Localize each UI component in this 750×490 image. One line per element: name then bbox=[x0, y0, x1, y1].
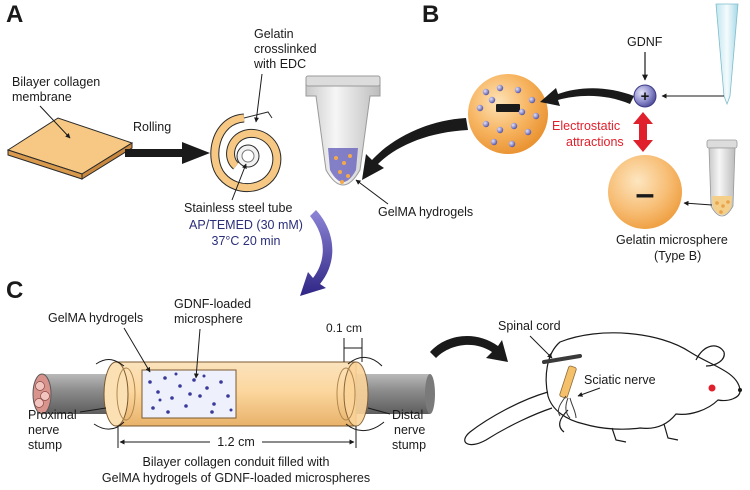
rat-nose bbox=[738, 388, 742, 392]
gdnf-protein-positive bbox=[633, 84, 657, 108]
condition-line1: AP/TEMED (30 mM) bbox=[189, 218, 303, 232]
sciatic-pointer bbox=[577, 387, 601, 397]
arrow-to-loaded-microsphere bbox=[540, 88, 634, 106]
microsphere-label-line1: Gelatin microsphere bbox=[616, 233, 728, 247]
hydrogel-label-c: GelMA hydrogels bbox=[48, 311, 143, 325]
negative-charge-sign: – bbox=[636, 175, 655, 213]
rolled-membrane-roll bbox=[210, 111, 282, 193]
microsphere-vial-pointer bbox=[683, 200, 713, 206]
hydrogel-window bbox=[141, 369, 237, 419]
spinal-cord-pointer bbox=[529, 335, 553, 359]
implant-arrow bbox=[430, 335, 508, 362]
gdnf-label: GDNF bbox=[627, 35, 663, 49]
conduit-label-line2: GelMA hydrogels of GDNF-loaded microsphe… bbox=[102, 471, 370, 485]
rat-illustration bbox=[464, 332, 741, 446]
hydrogel-label-a: GelMA hydrogels bbox=[378, 205, 473, 219]
condition-line2: 37°C 20 min bbox=[212, 234, 281, 248]
panel-letter-c: C bbox=[6, 277, 23, 304]
sciatic-nerve-label: Sciatic nerve bbox=[584, 373, 656, 387]
rat-eye bbox=[708, 384, 716, 392]
proximal-label-line3: stump bbox=[28, 438, 62, 452]
gelma-hydrogel-vial bbox=[305, 75, 381, 186]
panel-letter-b: B bbox=[422, 1, 439, 28]
collagen-membrane-sheet bbox=[6, 117, 134, 180]
tube-label: Stainless steel tube bbox=[184, 201, 292, 215]
proximal-pointer bbox=[79, 407, 107, 413]
membrane-pointer bbox=[39, 105, 71, 139]
conduit-label-line1: Bilayer collagen conduit filled with bbox=[143, 455, 330, 469]
distal-label-line3: stump bbox=[392, 438, 426, 452]
attraction-label-line1: Electrostatic bbox=[552, 119, 620, 133]
gap-label: 0.1 cm bbox=[326, 321, 362, 335]
gelatin-microsphere-negative bbox=[608, 155, 682, 229]
length-label: 1.2 cm bbox=[217, 435, 255, 449]
microsphere-pointer-c bbox=[193, 328, 201, 379]
distal-label-line2: nerve bbox=[394, 423, 425, 437]
proximal-label-line2: nerve bbox=[28, 423, 59, 437]
gelatin-label-line2: crosslinked bbox=[254, 42, 317, 56]
positive-charge-sign: + bbox=[641, 88, 650, 105]
hydrogel-pointer-c bbox=[123, 327, 151, 373]
distal-label-line1: Distal bbox=[392, 408, 423, 422]
microsphere-label-line2: (Type B) bbox=[654, 249, 701, 263]
gap-dimension bbox=[343, 338, 363, 362]
microsphere-label-c-line2: microsphere bbox=[174, 312, 243, 326]
tube-pointer bbox=[231, 163, 247, 201]
spinal-cord-label: Spinal cord bbox=[498, 319, 561, 333]
spinal-cord-bar bbox=[542, 354, 582, 364]
process-arrow-to-c bbox=[300, 210, 333, 296]
attraction-label-line2: attractions bbox=[566, 135, 624, 149]
curved-arrow-to-vial bbox=[362, 118, 468, 180]
microsphere-vial bbox=[706, 139, 738, 217]
gelatin-label-line1: Gelatin bbox=[254, 27, 294, 41]
gelatin-label-line3: with EDC bbox=[253, 57, 306, 71]
panel-letter-a: A bbox=[6, 1, 23, 28]
membrane-label-line1: Bilayer collagen bbox=[12, 75, 100, 89]
electrostatic-double-arrow bbox=[633, 112, 653, 152]
sutures bbox=[93, 357, 385, 431]
proximal-label-line1: Proximal bbox=[28, 408, 77, 422]
hydrogel-pointer-a bbox=[355, 179, 389, 205]
distal-pointer bbox=[367, 407, 391, 415]
length-dimension bbox=[117, 426, 357, 448]
gdnf-loaded-microsphere bbox=[468, 74, 548, 154]
microsphere-label-c-line1: GDNF-loaded bbox=[174, 297, 251, 311]
rolling-label: Rolling bbox=[133, 120, 171, 134]
membrane-label-line2: membrane bbox=[12, 90, 72, 104]
sciatic-nerve-implant bbox=[557, 365, 577, 419]
gelatin-pointer bbox=[254, 73, 263, 123]
rolling-arrow bbox=[125, 142, 210, 164]
pipette-tip bbox=[715, 3, 739, 106]
